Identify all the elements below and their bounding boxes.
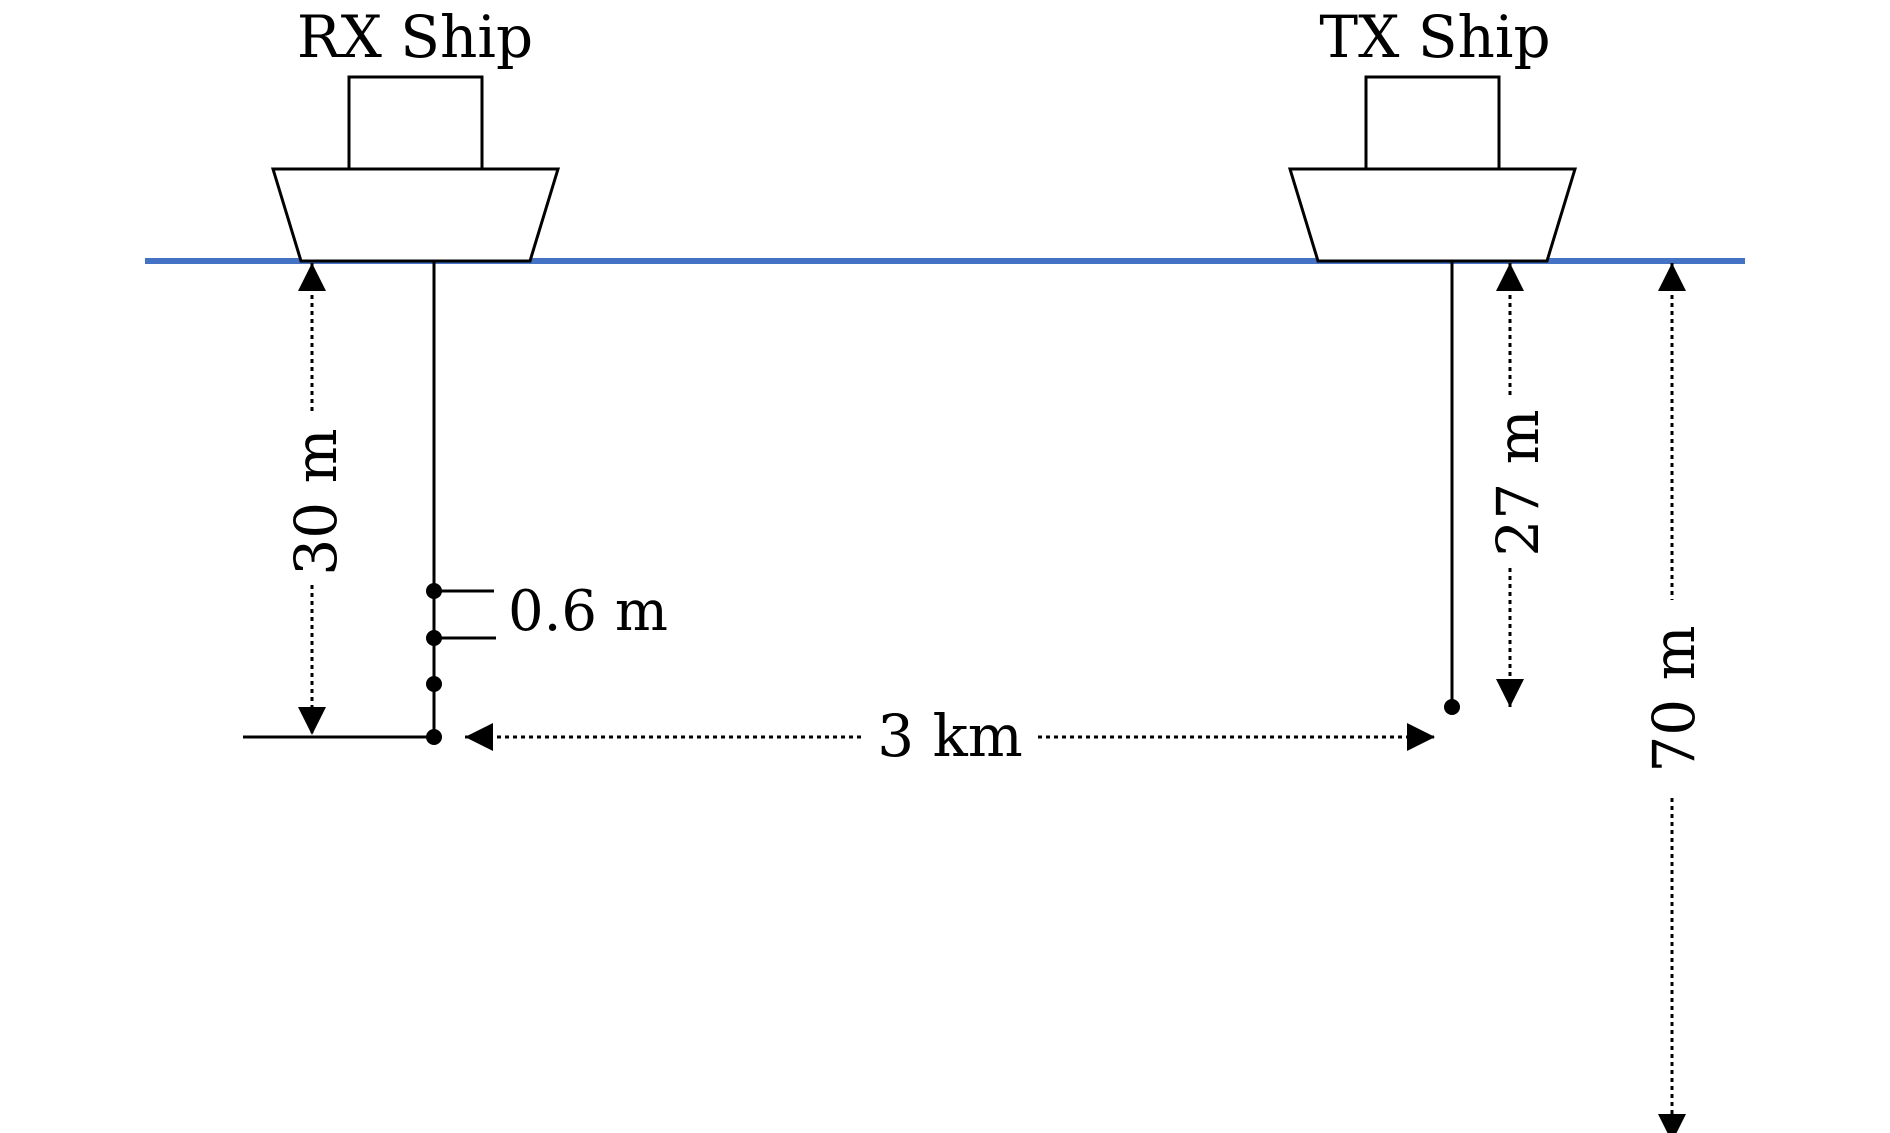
rx-ship-cabin (347, 75, 484, 171)
water-depth-label: 70 m (1640, 625, 1708, 772)
tx-ship-hull (1287, 167, 1578, 263)
rx-hydrophone-3 (426, 676, 442, 692)
rx-ship (270, 75, 561, 263)
tx-ship (1287, 75, 1578, 263)
rx-ship-hull (270, 167, 561, 263)
tx-ship-cabin (1364, 75, 1501, 171)
tx-ship-label: TX Ship (1319, 3, 1550, 71)
rx-depth-label: 30 m (282, 428, 350, 575)
rx-ship-label: RX Ship (297, 3, 533, 71)
tx-depth-label: 27 m (1484, 409, 1552, 556)
tx-source (1444, 699, 1460, 715)
separation-label: 3 km (877, 702, 1022, 770)
element-spacing-label: 0.6 m (508, 579, 668, 644)
